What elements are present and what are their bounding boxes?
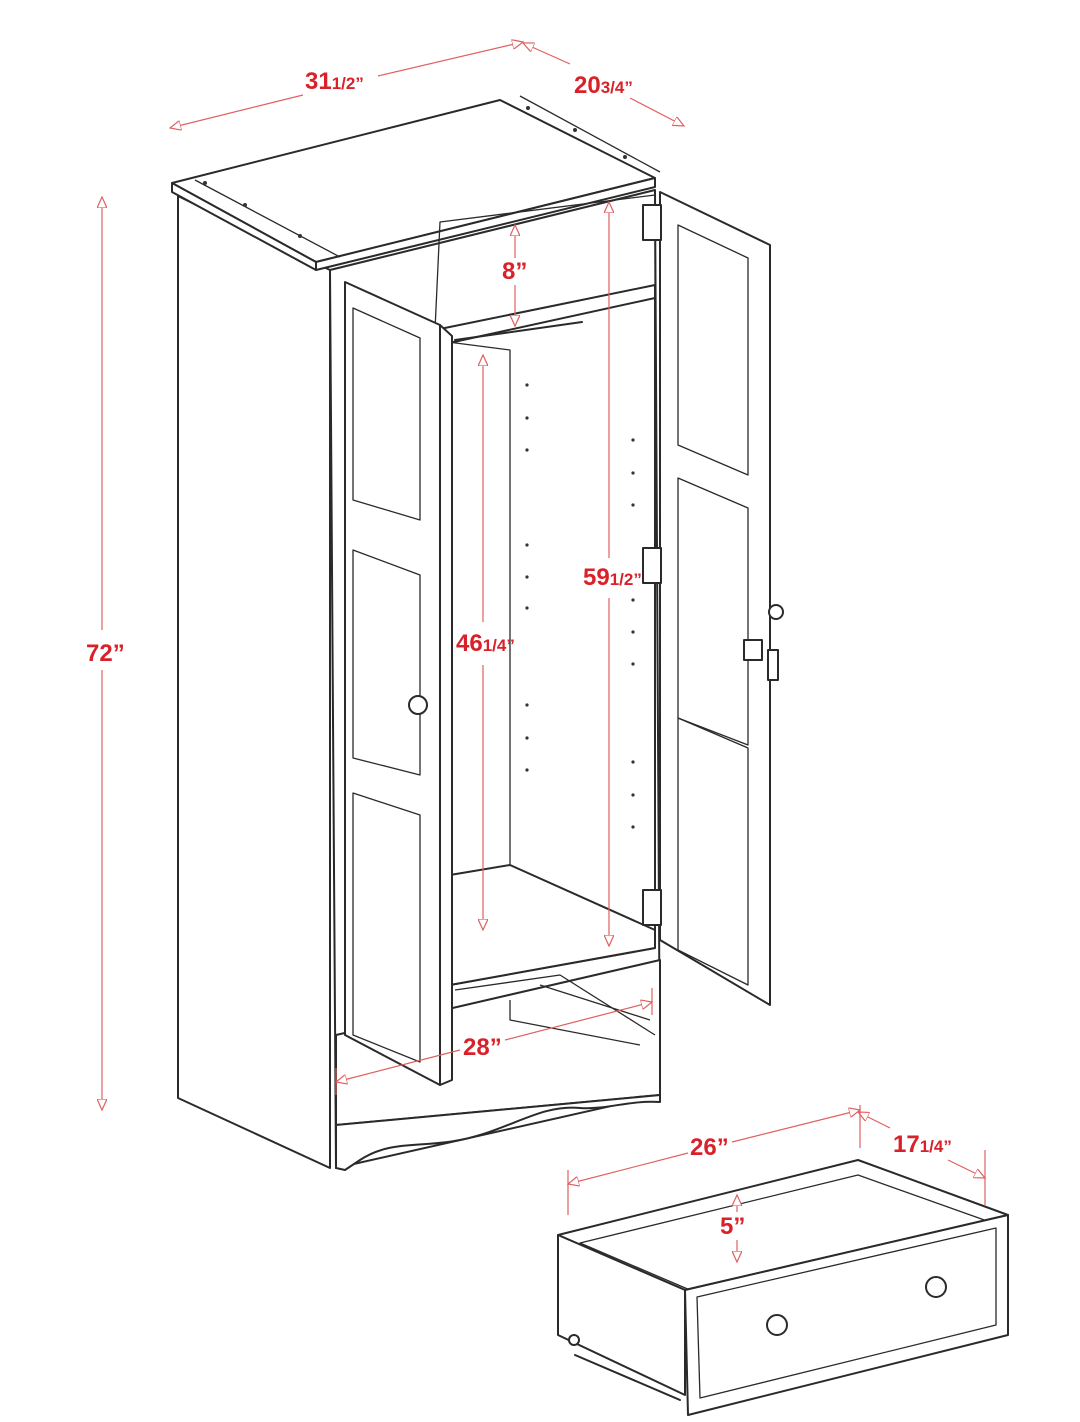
door-lock-icon <box>743 639 763 661</box>
left-door-knob[interactable] <box>408 695 428 715</box>
hanging-height-fraction: 1/4” <box>482 636 515 655</box>
top-width-fraction: 1/2” <box>331 74 364 93</box>
dim-line-bay-left <box>336 1049 461 1082</box>
top-depth-label: 203/4” <box>574 74 633 98</box>
drawer-depth-label: 171/4” <box>893 1133 952 1157</box>
drawer-slide <box>539 984 651 1021</box>
shelf-pin-holes <box>525 383 635 829</box>
dim-line-top-width-right <box>377 42 523 77</box>
dim-line-drawer-width-left <box>568 1152 689 1184</box>
key-icon <box>767 649 779 681</box>
top-depth-whole: 20 <box>574 72 601 99</box>
interior-height-label: 591/2” <box>583 566 642 590</box>
drawer-bay-width-label: 28” <box>463 1036 502 1060</box>
drawer-depth-whole: 17 <box>893 1131 920 1158</box>
drawer-width-whole: 26” <box>690 1134 729 1161</box>
drawer-side <box>557 1234 686 1396</box>
top-depth-fraction: 3/4” <box>600 78 633 97</box>
hanging-height-label: 461/4” <box>456 632 515 656</box>
drawer-depth-fraction: 1/4” <box>919 1137 952 1156</box>
top-shelf-gap-label: 8” <box>502 260 527 284</box>
overall-height-label: 72” <box>86 642 125 666</box>
dim-line-top-width-left <box>170 94 304 128</box>
drawer[interactable] <box>557 1159 1009 1416</box>
side-panel <box>177 195 331 1169</box>
dim-line-bay-right <box>504 1002 652 1041</box>
drawer-knob-right[interactable] <box>925 1276 947 1298</box>
drawer-runner <box>574 1354 681 1401</box>
drawer-height-label: 5” <box>720 1215 745 1239</box>
dim-line-top-depth-left <box>523 43 571 65</box>
hinges <box>642 204 662 926</box>
drawer-height-whole: 5” <box>720 1213 746 1240</box>
overall-height-whole: 72” <box>86 640 125 667</box>
dim-line-drawer-depth-left <box>858 1112 891 1129</box>
top-width-whole: 31 <box>305 68 332 95</box>
dim-line-drawer-width-right <box>731 1110 860 1143</box>
dim-line-drawer-depth-right <box>947 1159 985 1178</box>
dimension-lines <box>102 42 985 1262</box>
hanging-height-whole: 46 <box>456 630 483 657</box>
right-door[interactable] <box>659 191 784 1006</box>
drawer-knob-left[interactable] <box>766 1314 788 1336</box>
top-width-label: 311/2” <box>305 70 364 94</box>
top-shelf-gap-whole: 8” <box>502 258 528 285</box>
left-door[interactable] <box>344 281 453 1086</box>
top-panel-side-edge <box>315 177 656 271</box>
wardrobe <box>171 95 784 1171</box>
interior-height-whole: 59 <box>583 564 610 591</box>
drawer-width-label: 26” <box>690 1136 729 1160</box>
base-apron <box>335 1094 661 1171</box>
dim-line-top-depth-right <box>629 97 684 126</box>
interior-height-fraction: 1/2” <box>609 570 642 589</box>
hanging-rod <box>454 321 583 341</box>
drawer-bay-width-whole: 28” <box>463 1034 502 1061</box>
right-door-knob[interactable] <box>768 604 784 620</box>
drawer-front[interactable] <box>684 1214 1009 1416</box>
